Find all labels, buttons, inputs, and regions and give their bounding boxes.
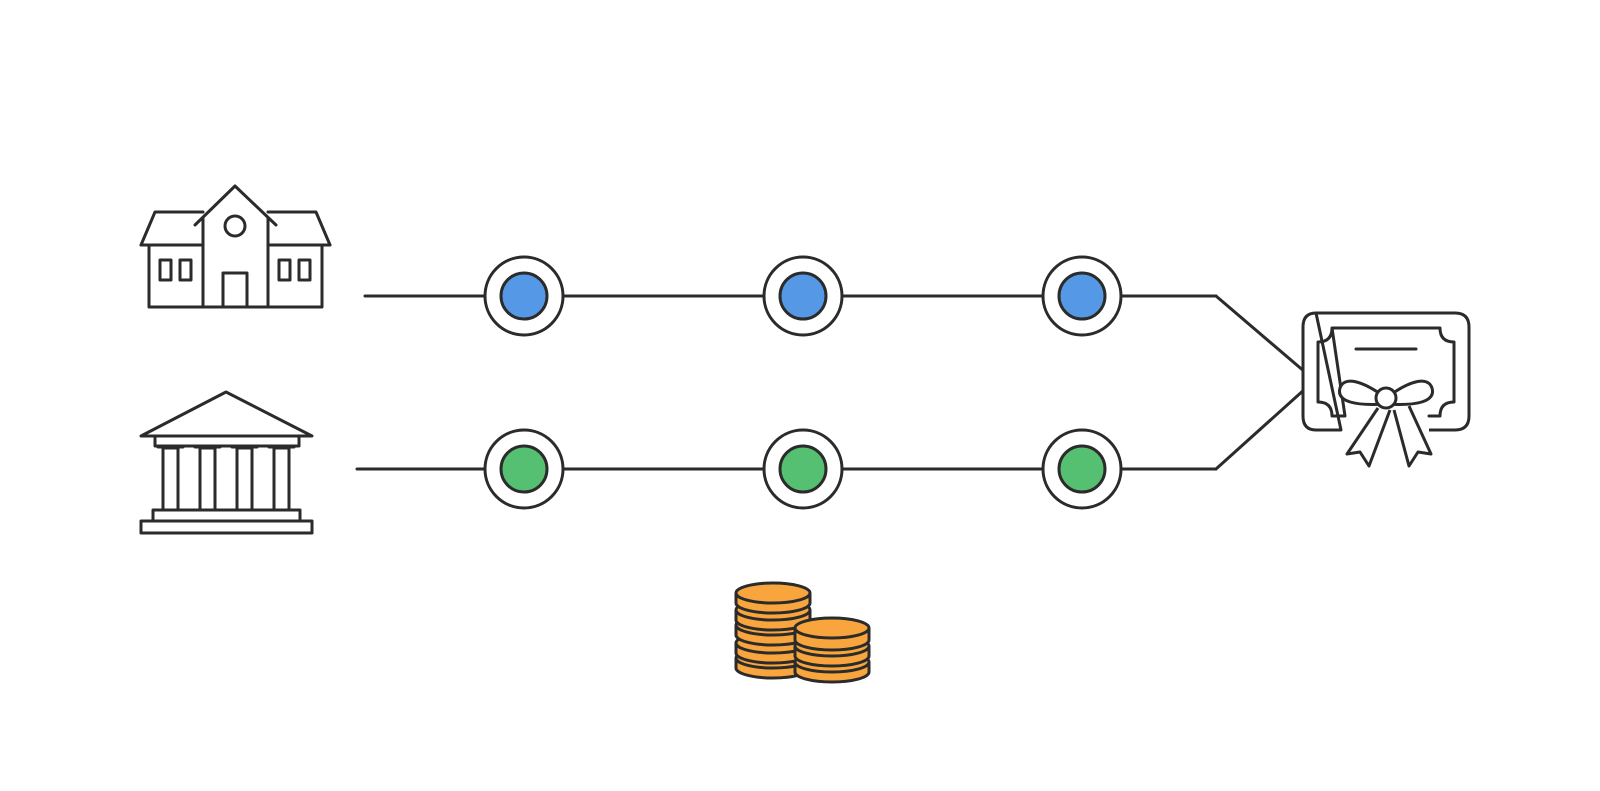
bottom-track-node-1 — [483, 428, 565, 510]
coin-stacks-icon — [734, 581, 871, 684]
top-track-node-2 — [762, 255, 844, 337]
bottom-track-node-3 — [1041, 428, 1123, 510]
school-building-icon — [139, 184, 332, 309]
top-track-node-3 — [1041, 255, 1123, 337]
government-building-icon — [139, 390, 314, 535]
bottom-track-node-2 — [762, 428, 844, 510]
coin-stack-right — [793, 616, 871, 684]
top-track-node-1 — [483, 255, 565, 337]
coin-stack-left — [734, 581, 812, 680]
certificate-icon — [1301, 311, 1471, 468]
